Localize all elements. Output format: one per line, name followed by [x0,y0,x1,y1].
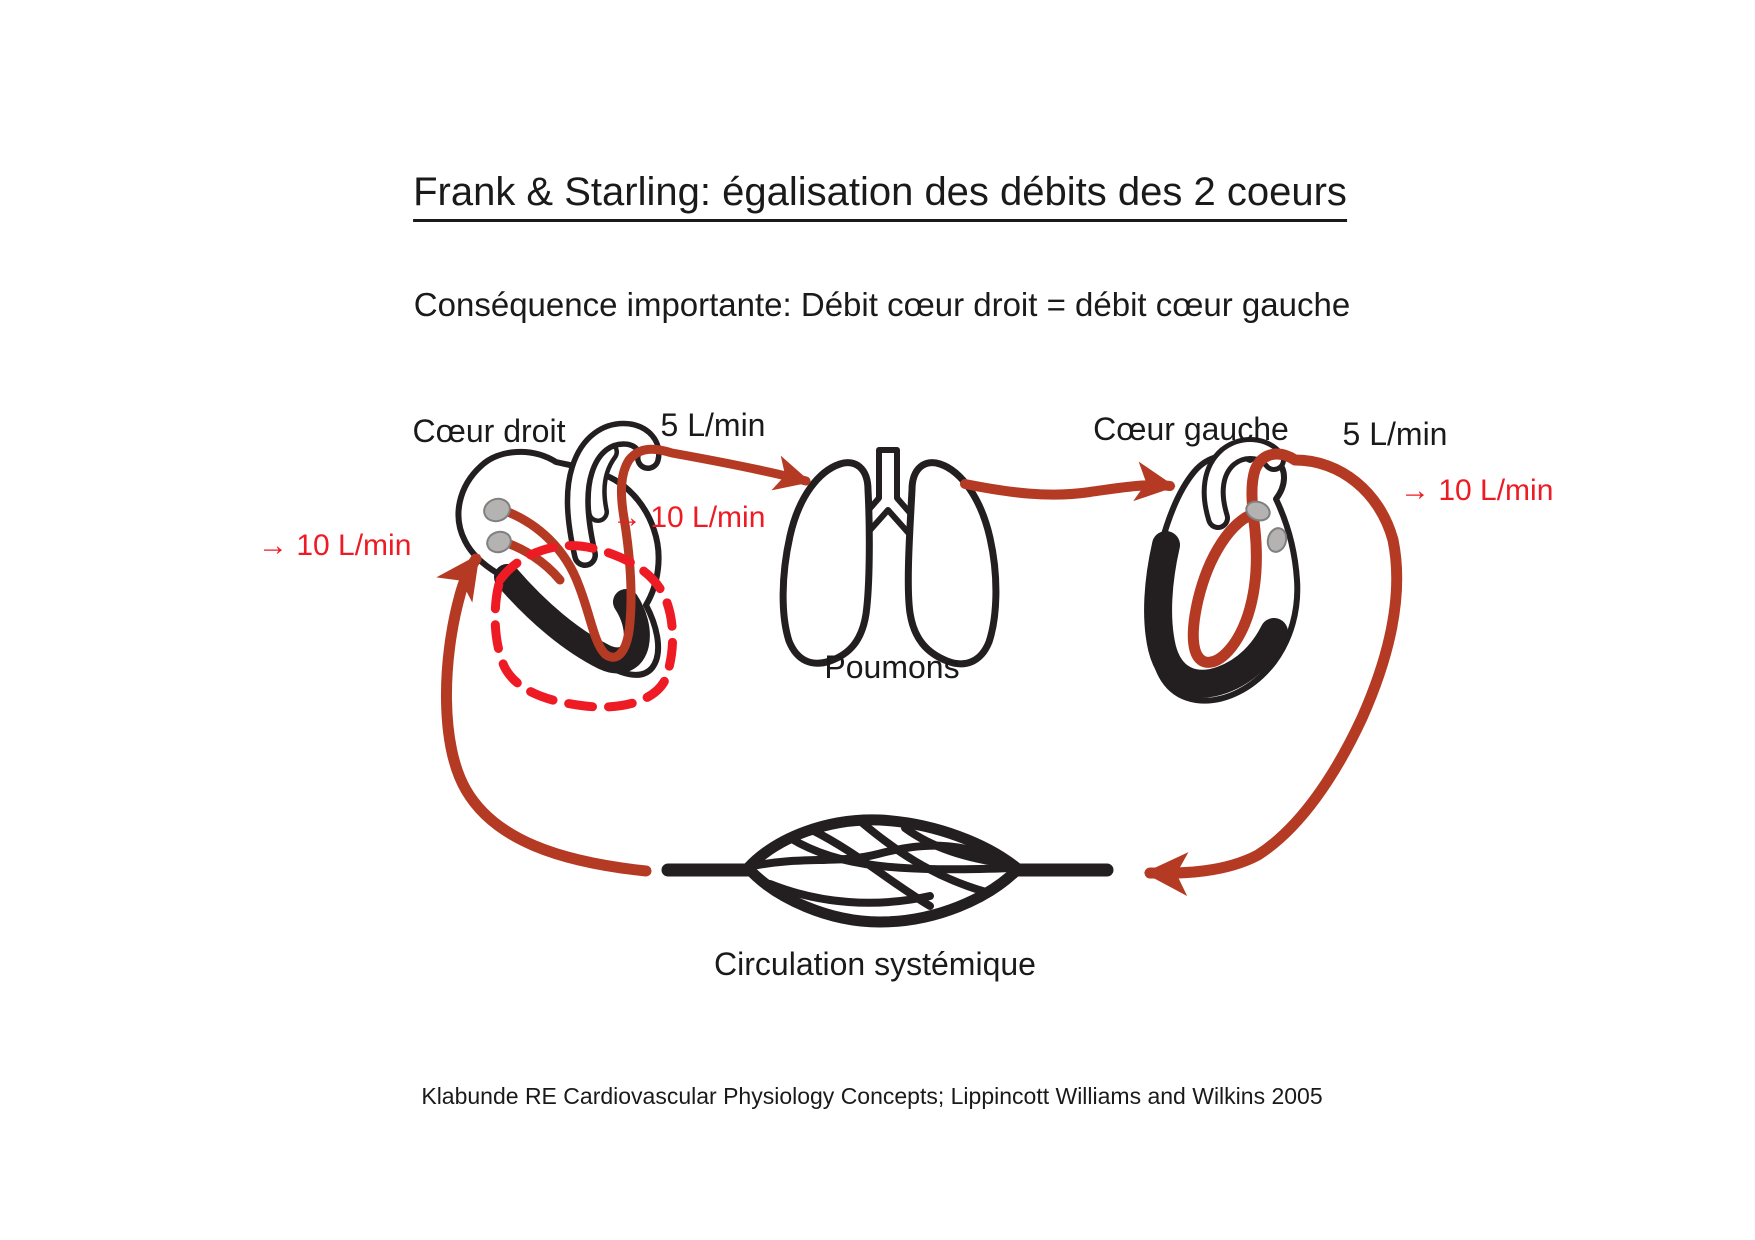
pulmonary-vein-opening-1 [1245,500,1271,522]
left-heart-label: Cœur gauche [1093,411,1289,447]
pulmonary-artery-lumen [570,426,657,563]
right-lung-lobe [904,459,1000,668]
capillary-branches [749,817,1018,910]
right-ventricle-dashed-highlight [490,541,677,712]
citation: Klabunde RE Cardiovascular Physiology Co… [421,1083,1323,1109]
slide-title: Frank & Starling: égalisation des débits… [413,172,1347,222]
flow-left-heart-to-systemic [1143,448,1403,897]
left-heart-output-label: 5 L/min [1342,416,1448,452]
flow-10-systemic-return-label: → 10 L/min [258,529,412,562]
left-lung-lobe [779,459,873,667]
right-heart-illustration [455,420,811,712]
aorta-lumen [1206,442,1281,525]
pulmonary-vein-opening-2 [1266,527,1288,553]
capillary-bed [661,814,1114,928]
right-heart-output-label: 5 L/min [660,407,766,443]
flow-10-left-heart-label: → 10 L/min [1400,474,1554,507]
vena-cava-opening-2 [486,530,512,554]
lungs-label: Poumons [824,649,960,685]
flow-right-heart-to-lungs [495,444,811,662]
left-heart-illustration [1143,437,1403,897]
lungs-illustration [779,447,1000,668]
slide-subtitle: Conséquence importante: Débit cœur droit… [413,286,1351,323]
vessel-stub-lumen [589,445,615,519]
flow-10-right-heart-label: → 10 L/min [612,501,766,534]
flow-lungs-to-left-heart [960,461,1176,502]
flow-systemic-to-right-heart [436,553,652,877]
systemic-circulation-label: Circulation systémique [714,946,1036,982]
vena-cava-opening-1 [483,497,511,523]
right-heart-label: Cœur droit [412,413,566,449]
left-ventricle-wall [1144,531,1288,698]
